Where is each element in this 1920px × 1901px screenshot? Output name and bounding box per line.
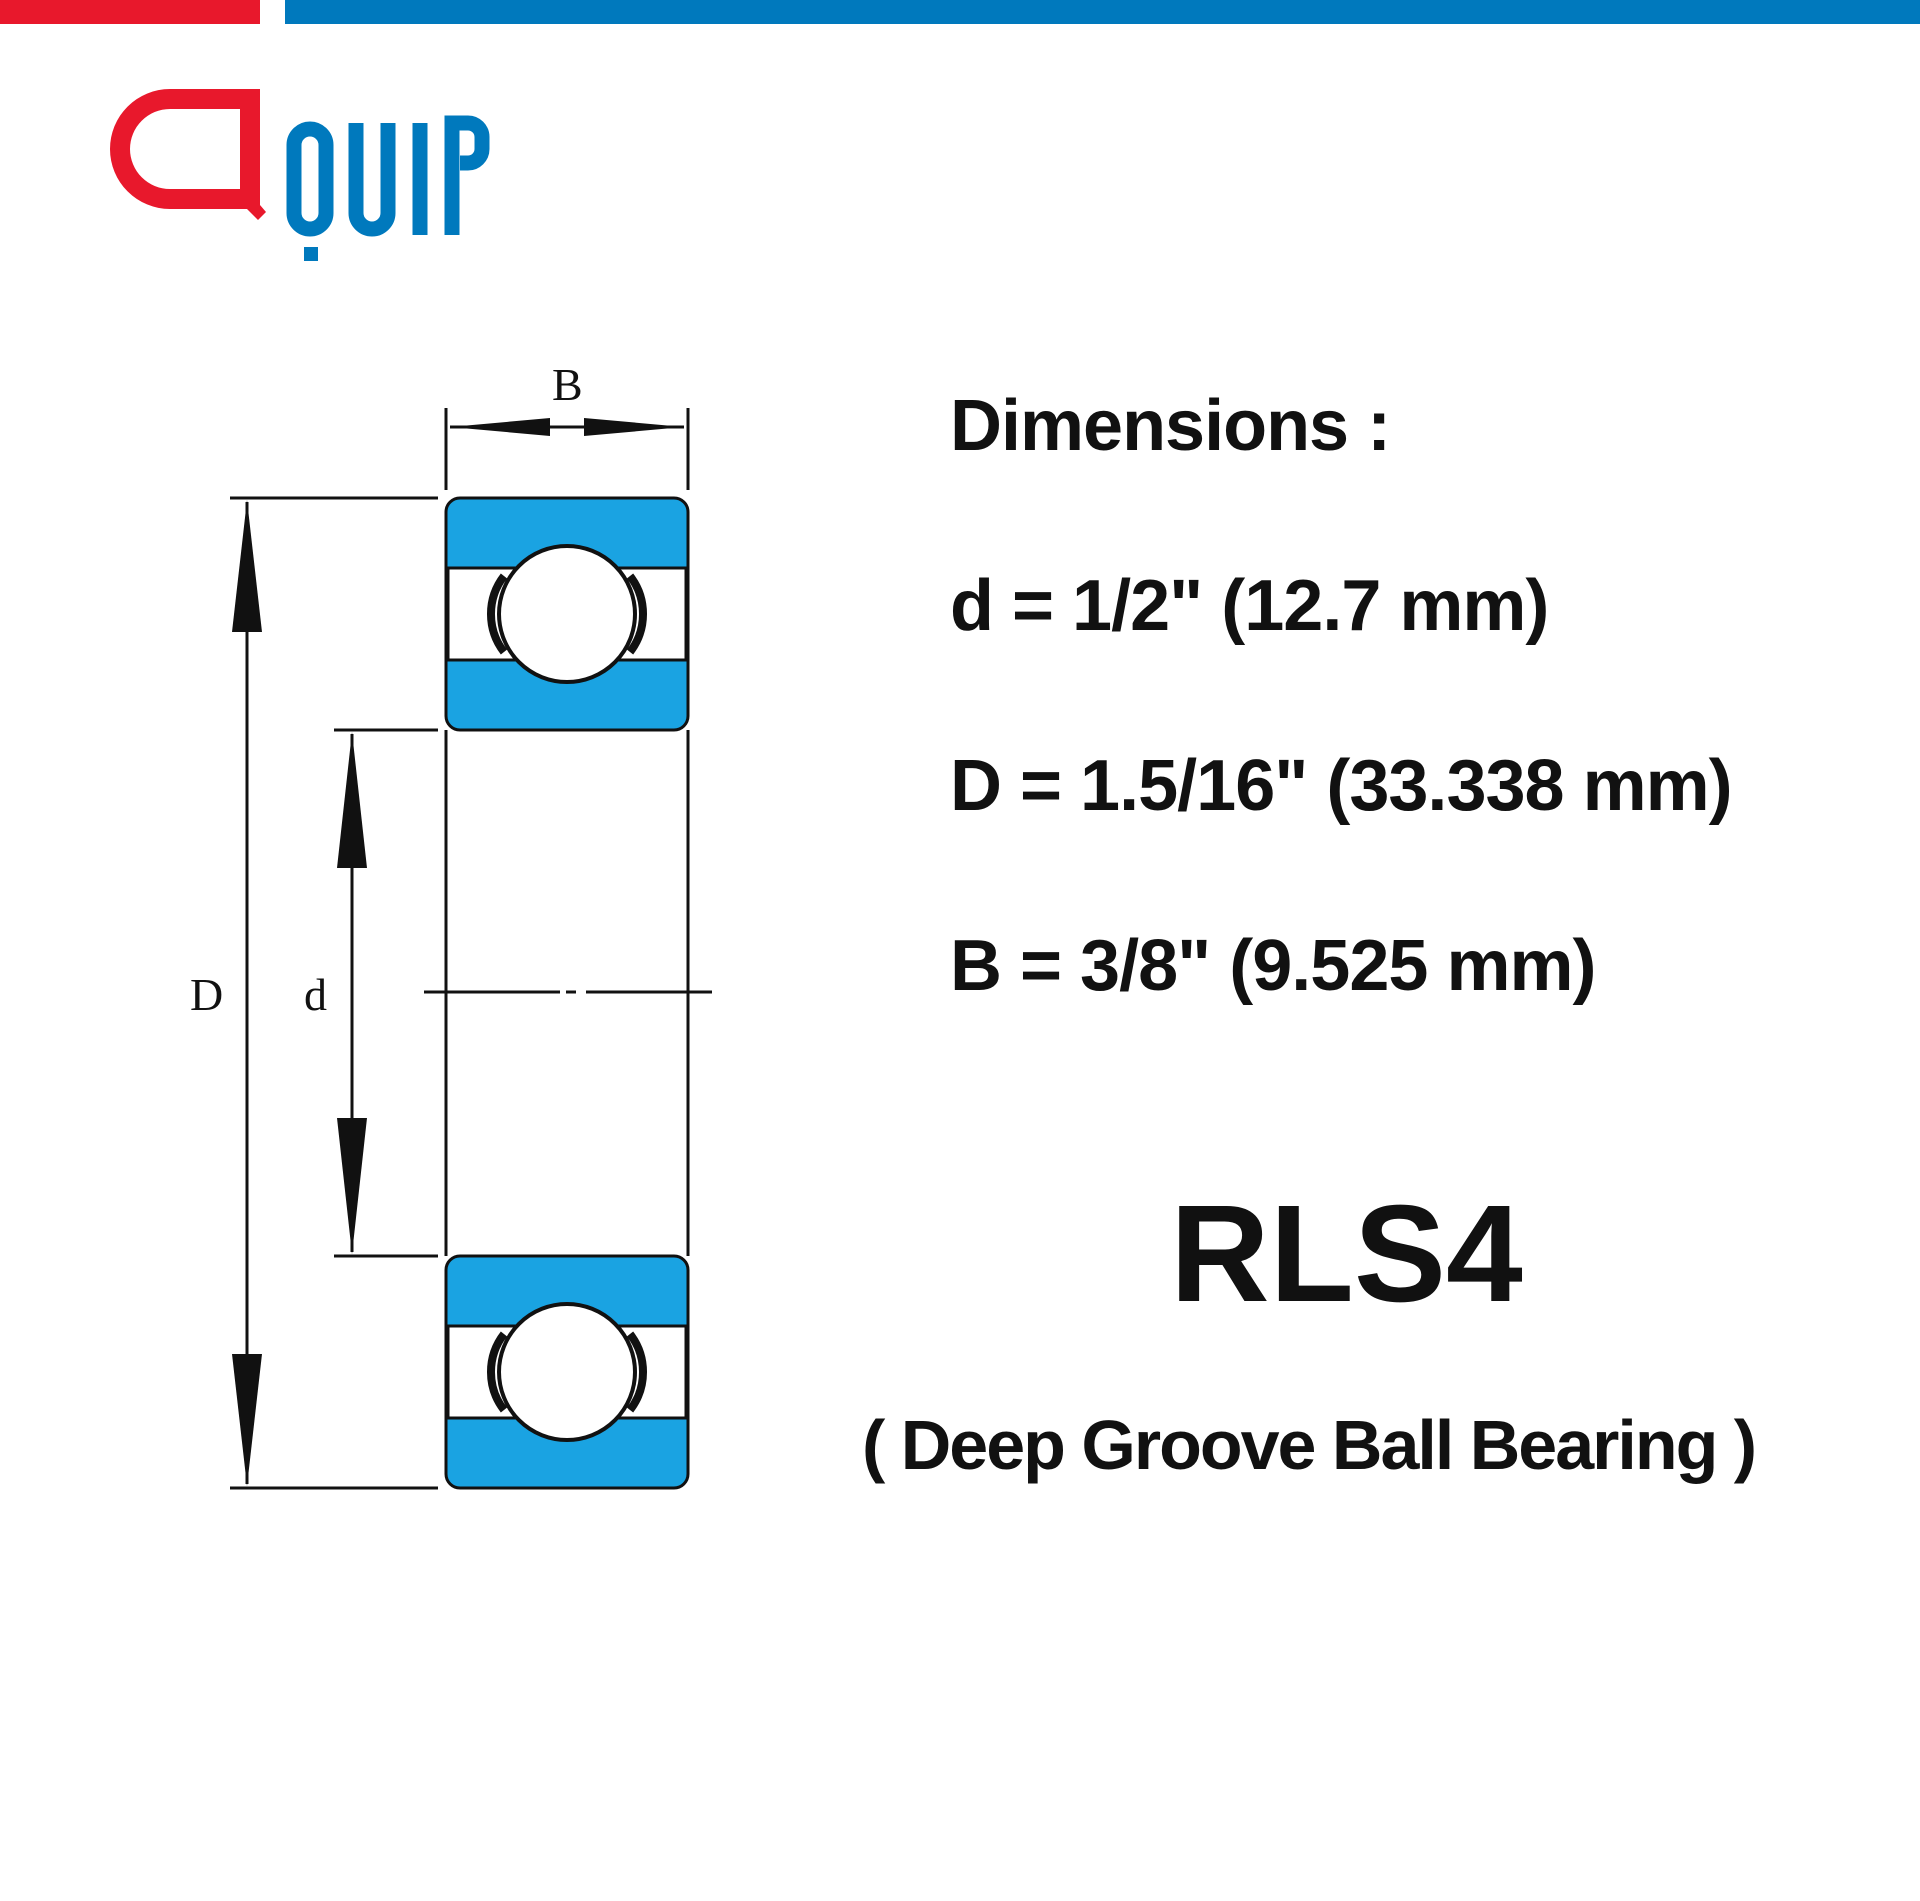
arrow-b-right <box>584 418 684 436</box>
brand-bar-red <box>0 0 260 24</box>
quip-logo-icon <box>110 89 490 261</box>
dimension-arrows <box>232 418 684 1486</box>
bearing-section-top <box>444 496 690 732</box>
dimensions-heading: Dimensions : <box>950 386 1391 466</box>
brand-bar-blue <box>285 0 1920 24</box>
dimension-label-inner-d: d <box>304 969 327 1020</box>
arrow-d-outer-top <box>232 500 262 632</box>
ball-bottom <box>497 1302 637 1442</box>
spec-inner-diameter: d = 1/2" (12.7 mm) <box>950 566 1549 646</box>
spec-width: B = 3/8" (9.525 mm) <box>950 926 1596 1006</box>
arrow-d-inner-top <box>337 732 367 868</box>
bearing-cross-section-diagram: B D d <box>190 359 712 1490</box>
arrow-b-left <box>450 418 550 436</box>
bearing-type: ( Deep Groove Ball Bearing ) <box>862 1406 1757 1484</box>
bearing-section-bottom <box>444 1254 690 1490</box>
spec-outer-diameter: D = 1.5/16" (33.338 mm) <box>950 746 1733 826</box>
model-number: RLS4 <box>1170 1177 1523 1331</box>
dimension-label-outer-d: D <box>190 969 223 1020</box>
arrow-d-outer-bottom <box>232 1354 262 1486</box>
arrow-d-inner-bottom <box>337 1118 367 1254</box>
dimension-label-b: B <box>552 359 583 410</box>
ball-top <box>497 544 637 684</box>
